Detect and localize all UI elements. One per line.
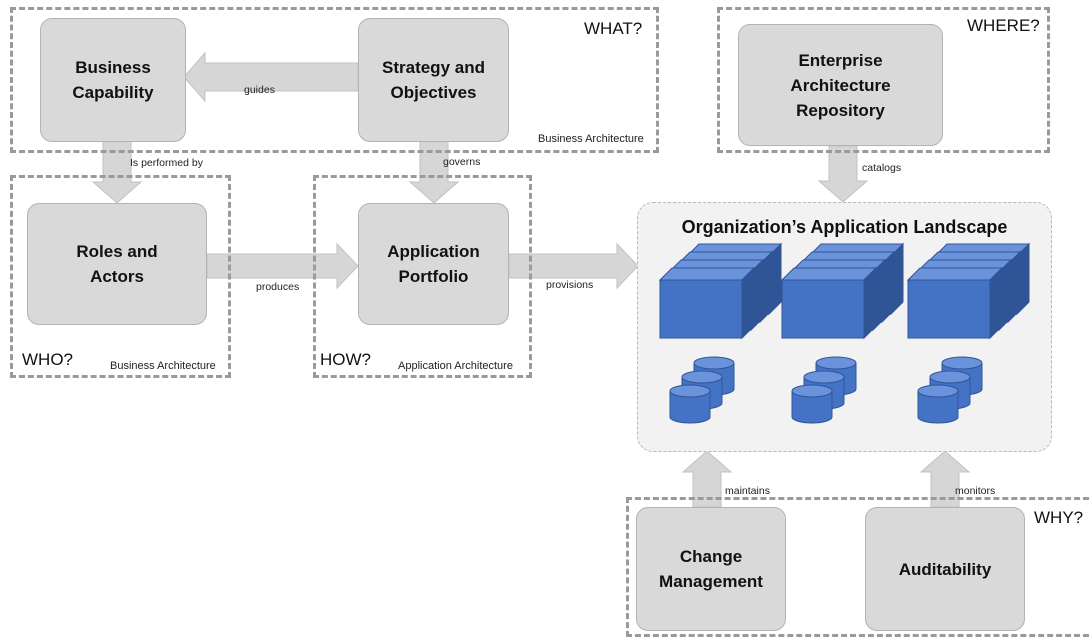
region-what [10, 7, 659, 153]
ea-repository-box: Enterprise Architecture Repository [738, 24, 943, 146]
edge-label-maintains: maintains [725, 485, 770, 497]
who-label: WHO? [22, 350, 73, 369]
how-label: HOW? [320, 350, 371, 369]
server-icon [906, 266, 1004, 340]
arrow-maintains [681, 450, 733, 508]
region-how [313, 175, 532, 378]
database-icon [669, 384, 711, 424]
server-icon [780, 266, 878, 340]
roles-actors-box: Roles and Actors [27, 203, 207, 325]
why-label: WHY? [1034, 508, 1084, 527]
edge-label-catalogs: catalogs [862, 162, 902, 174]
strategy-objectives-box: Strategy and Objectives [358, 18, 509, 142]
arrow-monitors [919, 450, 971, 508]
server-icon [658, 266, 756, 340]
arrow-guides [183, 51, 359, 103]
edge-label-provisions: provisions [546, 279, 594, 291]
auditability-box: Auditability [865, 507, 1025, 631]
what-architecture-label: Business Architecture [538, 133, 644, 145]
business-capability-box: Business Capability [40, 18, 186, 142]
region-why [626, 497, 1089, 637]
arrow-is-performed-by [91, 140, 143, 204]
database-icon [917, 384, 959, 424]
landscape-title: Organization’s Application Landscape [681, 217, 1008, 237]
database-icon [791, 384, 833, 424]
region-where [717, 7, 1050, 153]
arrow-governs [408, 140, 460, 204]
edge-label-is-performed-by: Is performed by [130, 157, 203, 169]
region-who [10, 175, 231, 378]
edge-label-governs: governs [443, 156, 481, 168]
where-label: WHERE? [967, 16, 1040, 35]
edge-label-monitors: monitors [955, 485, 996, 497]
edge-label-guides: guides [244, 84, 275, 96]
change-management-box: Change Management [636, 507, 786, 631]
arrow-provisions [508, 242, 639, 290]
who-architecture-label: Business Architecture [110, 360, 216, 372]
edge-label-produces: produces [256, 281, 300, 293]
application-portfolio-box: Application Portfolio [358, 203, 509, 325]
what-label: WHAT? [584, 19, 643, 38]
how-architecture-label: Application Architecture [398, 360, 513, 372]
